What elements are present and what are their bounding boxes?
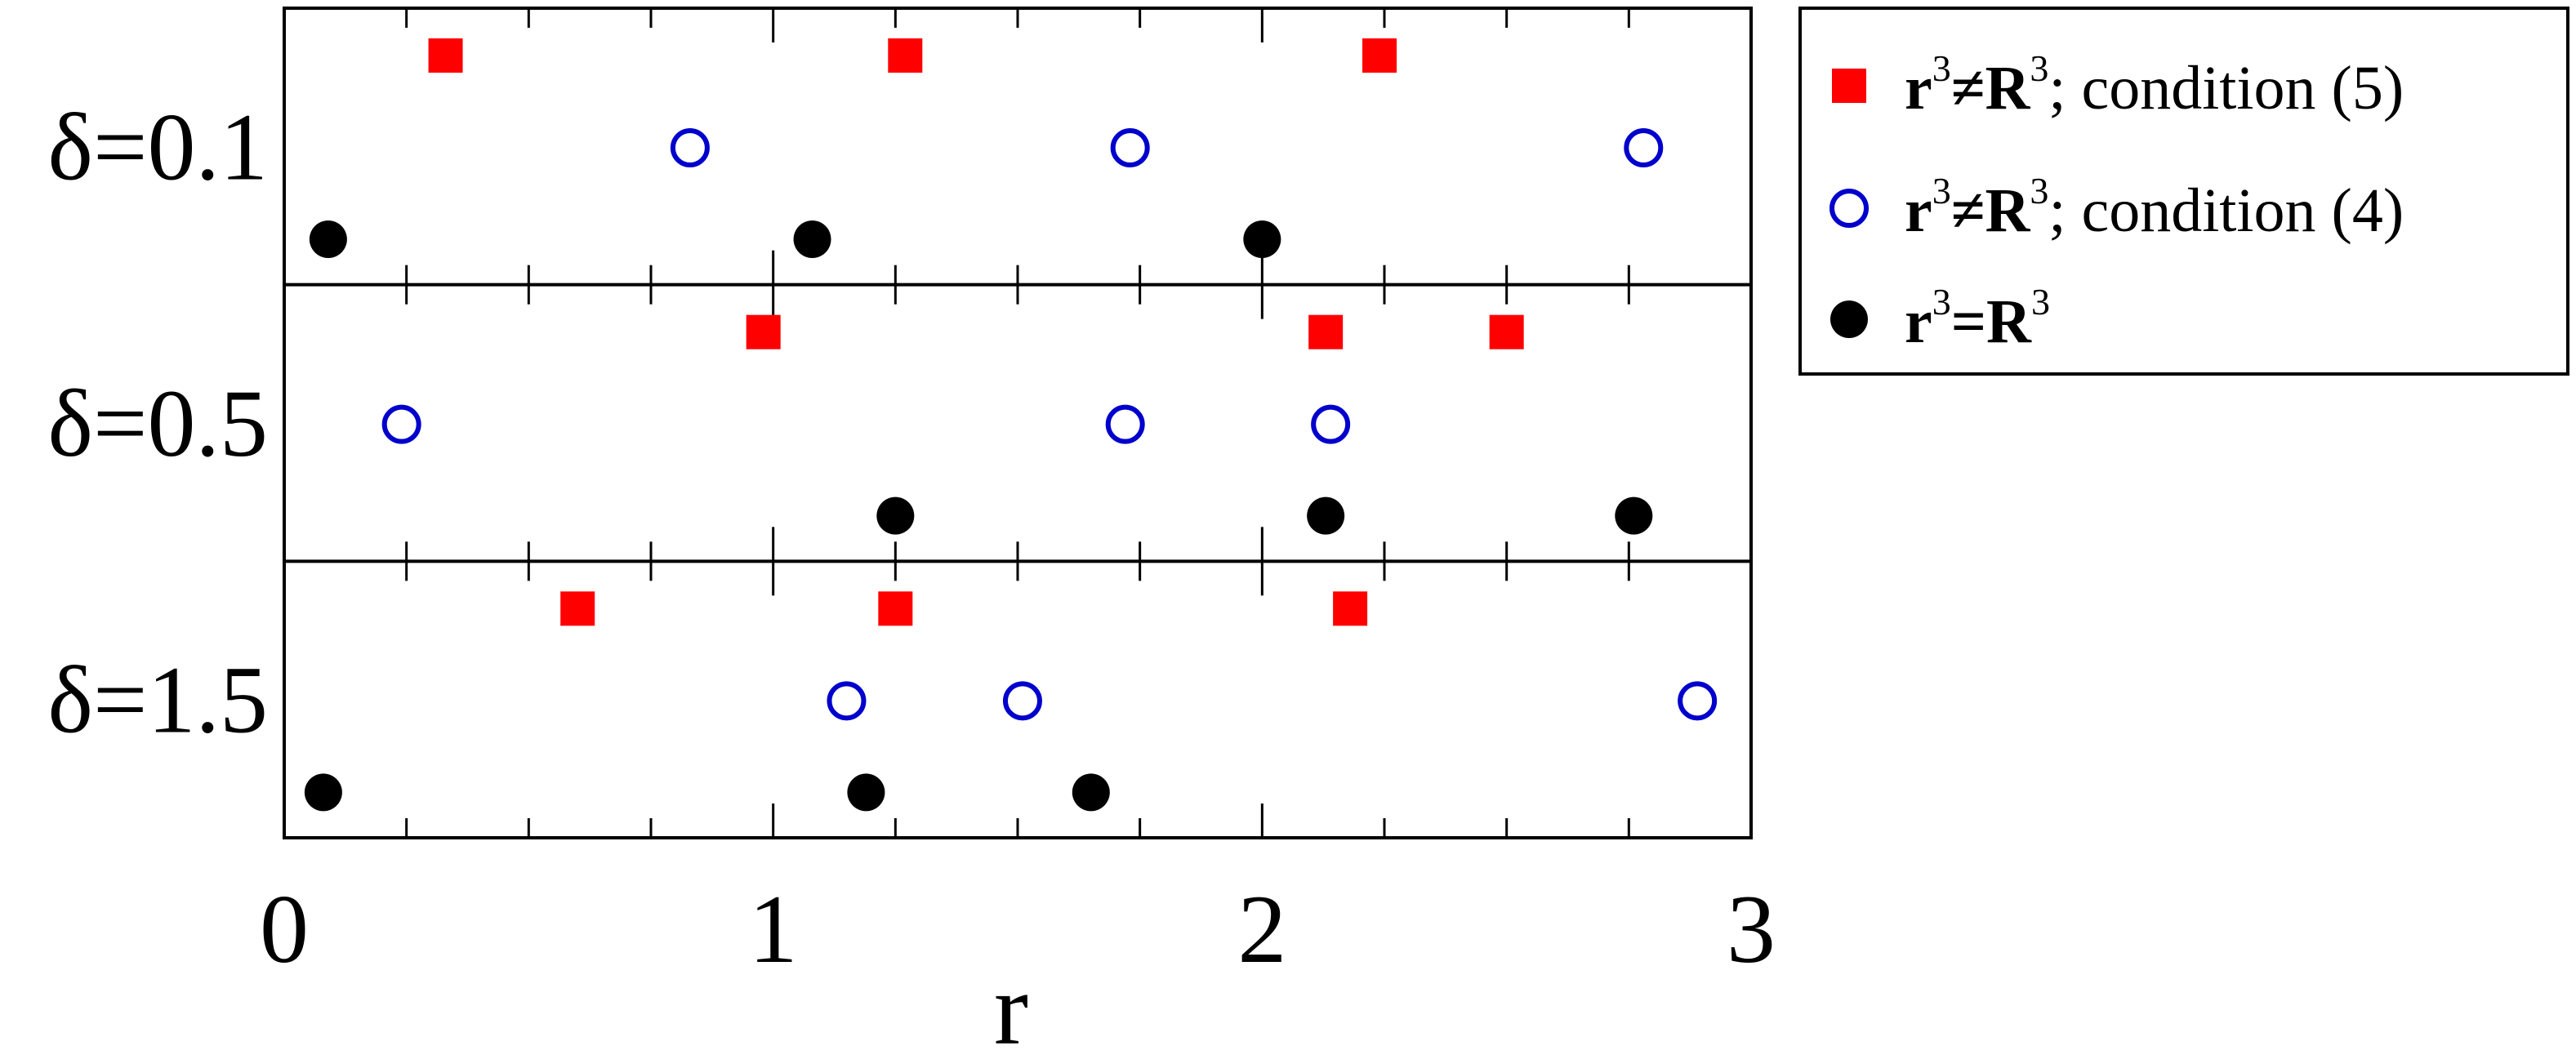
black-filled-circle-marker [1243,220,1281,258]
x-axis: r 0 1 2 3 [260,875,1776,1055]
blue-open-circle-marker [1678,681,1718,721]
blue-open-circle-marker [1110,128,1150,167]
blue-open-circle-marker [827,681,867,721]
panel-label: δ=1.5 [47,647,268,754]
data-markers [304,38,1718,812]
red-square-legend-marker [1832,69,1866,103]
blue-open-circle-marker [670,128,710,167]
red-square-marker [746,314,781,349]
red-square-marker [888,38,923,73]
legend-entry-label: r3=R3 [1905,281,2050,356]
black-filled-circle-legend-marker [1830,300,1868,338]
x-tick-label: 1 [749,875,798,983]
black-filled-circle-marker [793,220,831,258]
legend-box [1798,7,2569,376]
red-square-marker [1489,314,1524,349]
black-filled-circle-marker [1615,496,1653,535]
x-tick-label: 0 [260,875,309,983]
black-filled-circle-marker [309,220,347,258]
blue-open-circle-marker [1002,681,1042,721]
blue-open-circle-marker [1311,404,1351,444]
x-tick-label: 3 [1727,875,1776,983]
blue-open-circle-marker [1105,404,1145,444]
blue-open-circle-marker [381,404,421,444]
panel-label: δ=0.5 [47,370,268,477]
red-square-marker [878,591,913,626]
red-square-marker [428,38,463,73]
red-square-marker [1333,591,1368,626]
black-filled-circle-marker [1307,496,1345,535]
black-filled-circle-marker [304,773,342,812]
black-filled-circle-marker [847,773,885,812]
tick-marks [405,8,1630,838]
x-axis-title: r [994,953,1028,1055]
black-filled-circle-marker [1072,773,1110,812]
red-square-marker [1308,314,1344,349]
red-square-marker [560,591,595,626]
red-square-marker [1362,38,1397,73]
black-filled-circle-marker [876,496,915,535]
blue-open-circle-legend-marker [1829,189,1869,228]
panel-label: δ=0.1 [47,93,268,200]
panel-labels: δ=0.1 δ=0.5 δ=1.5 [47,93,268,753]
legend-entry-label: r3≠R3; condition (4) [1905,170,2404,245]
legend-entry-label: r3≠R3; condition (5) [1905,47,2404,122]
x-tick-label: 2 [1237,875,1286,983]
legend: r3≠R3; condition (5) r3≠R3; condition (4)… [1798,7,2569,376]
blue-open-circle-marker [1624,128,1664,167]
